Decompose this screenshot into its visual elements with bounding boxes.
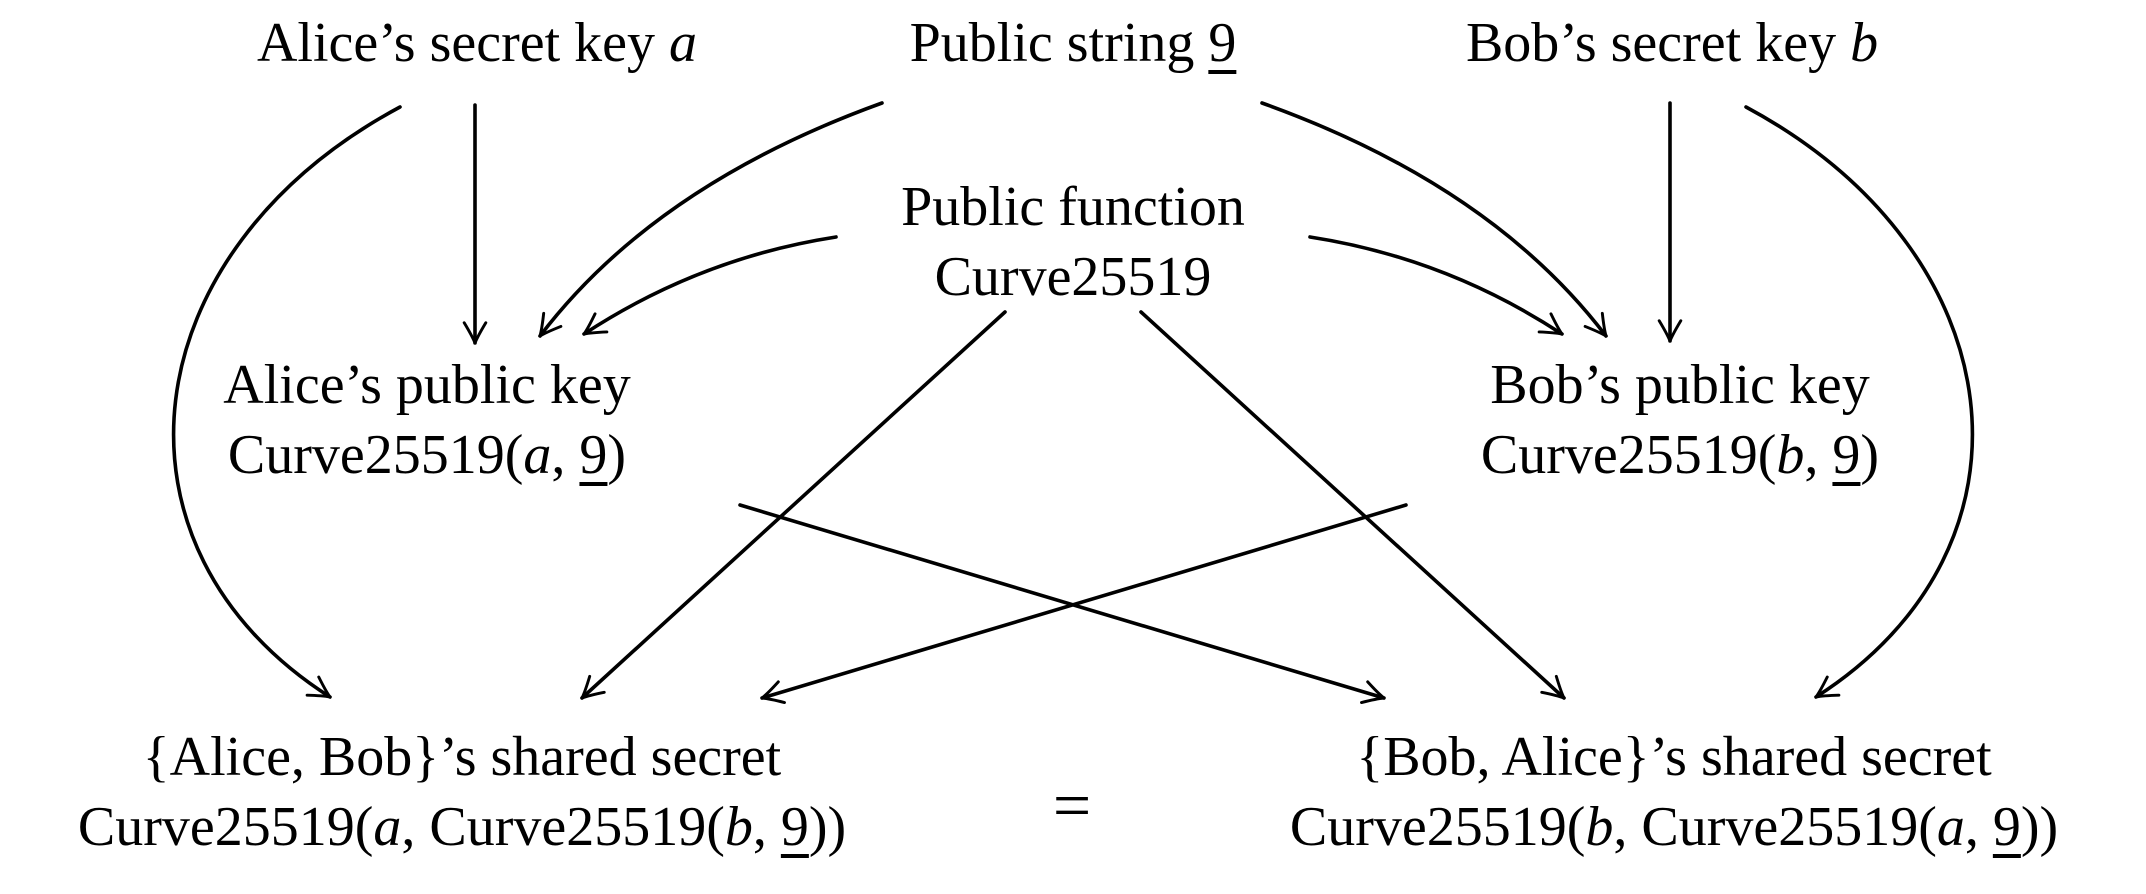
public-string-label: Public string 9 [909,12,1237,74]
arrow-public-function-to-bob-public [1308,235,1564,336]
alice-public-key-formula: Curve25519(a, 9) [227,424,627,486]
bob-public-key-label: Bob’s public key [1490,354,1870,416]
shared-secret-bob-alice-formula: Curve25519(b, Curve25519(a, 9)) [1289,796,2059,858]
arrow-public-string-to-alice-public [538,101,884,338]
node-alice-secret-key: Alice’s secret key a [257,8,697,78]
node-public-string: Public string 9 [910,8,1237,78]
node-bob-public-key: Bob’s public key Curve25519(b, 9) [1481,350,1879,490]
bob-secret-key-label: Bob’s secret key b [1465,12,1879,74]
node-public-function: Public function Curve25519 [901,172,1245,312]
node-shared-secret-alice-bob: {Alice, Bob}’s shared secret Curve25519(… [78,722,846,862]
equals-sign: = [1052,767,1092,843]
shared-secret-alice-bob-formula: Curve25519(a, Curve25519(b, 9)) [77,796,847,858]
arrow-public-string-to-bob-public [1260,101,1608,338]
arrow-alice-public-to-shared-right [738,503,1386,704]
node-shared-secret-bob-alice: {Bob, Alice}’s shared secret Curve25519(… [1290,722,2058,862]
alice-public-key-label: Alice’s public key [223,354,631,416]
node-alice-public-key: Alice’s public key Curve25519(a, 9) [223,350,630,490]
arrow-public-function-to-shared-right [1139,310,1566,700]
shared-secret-alice-bob-label: {Alice, Bob}’s shared secret [142,726,782,788]
public-function-formula: Curve25519 [934,246,1212,308]
arrow-bob-secret-to-shared-right [1744,105,1975,699]
public-function-label: Public function [901,176,1245,238]
arrow-alice-secret-to-shared-left [171,105,402,699]
arrow-bob-public-to-shared-left [760,503,1408,704]
arrow-public-function-to-shared-left [580,310,1007,700]
arrow-public-function-to-alice-public [582,235,838,336]
shared-secret-bob-alice-label: {Bob, Alice}’s shared secret [1356,726,1992,788]
node-bob-secret-key: Bob’s secret key b [1466,8,1878,78]
alice-secret-key-label: Alice’s secret key a [256,12,698,74]
bob-public-key-formula: Curve25519(b, 9) [1480,424,1880,486]
